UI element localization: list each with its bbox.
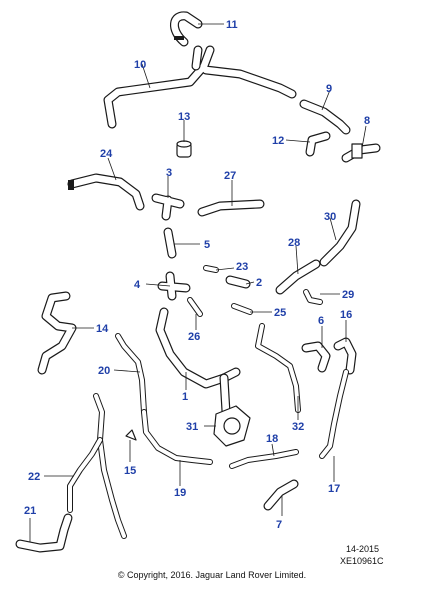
callout-1: 1 xyxy=(182,391,188,403)
callout-30: 30 xyxy=(324,211,336,223)
part-23-connector xyxy=(203,265,219,273)
callout-28: 28 xyxy=(288,237,300,249)
part-29-elbow xyxy=(303,289,323,305)
part-7-hose xyxy=(263,479,299,511)
callout-18: 18 xyxy=(266,433,278,445)
drawing-id: XE10961C xyxy=(340,556,384,566)
part-6-housing xyxy=(301,341,331,373)
part-1-hose xyxy=(155,307,241,417)
part-12-elbow xyxy=(305,131,331,157)
callout-13: 13 xyxy=(178,111,190,123)
callout-17: 17 xyxy=(328,483,340,495)
part-13-cap xyxy=(176,140,192,158)
part-3-tee xyxy=(151,193,185,221)
callout-25: 25 xyxy=(274,307,286,319)
leader-lines xyxy=(29,23,367,542)
part-24-hose xyxy=(67,173,145,211)
part-16-hose xyxy=(333,337,357,375)
part-19-hose xyxy=(141,409,213,465)
part-25-pipe xyxy=(231,303,253,315)
callout-15: 15 xyxy=(124,465,136,477)
callout-2: 2 xyxy=(256,277,262,289)
part-20-hose xyxy=(115,333,147,415)
reference-code: 14-2015 xyxy=(346,544,380,554)
callout-24: 24 xyxy=(100,148,113,160)
part-28-pipe xyxy=(275,259,321,295)
callout-22: 22 xyxy=(28,471,40,483)
callout-11: 11 xyxy=(226,19,238,31)
copyright-notice: © Copyright, 2016. Jaguar Land Rover Lim… xyxy=(117,570,307,580)
part-2-connector xyxy=(225,275,251,289)
part-8-fitting xyxy=(341,143,381,163)
callout-16: 16 xyxy=(340,309,352,321)
part-5-connector xyxy=(163,227,177,259)
callout-5: 5 xyxy=(204,239,210,251)
callout-7: 7 xyxy=(276,519,282,531)
part-26-pipe xyxy=(187,297,203,317)
callout-10: 10 xyxy=(134,59,146,71)
part-17-hose xyxy=(319,369,349,459)
part-4-tee xyxy=(157,271,191,301)
callout-31: 31 xyxy=(186,421,198,433)
callout-8: 8 xyxy=(364,115,370,127)
part-27-hose xyxy=(197,199,265,217)
callout-32: 32 xyxy=(292,421,304,433)
part-22-hose xyxy=(67,393,127,539)
part-15-clip xyxy=(125,429,137,441)
callout-23: 23 xyxy=(236,261,248,273)
part-18-pipe xyxy=(229,449,299,469)
part-21-hose xyxy=(15,513,73,553)
part-30-hose xyxy=(319,199,361,267)
callout-6: 6 xyxy=(318,315,324,327)
callout-26: 26 xyxy=(188,331,200,343)
part-31-housing xyxy=(213,405,251,447)
callout-4: 4 xyxy=(134,279,141,291)
callout-9: 9 xyxy=(326,83,332,95)
part-14-hose xyxy=(37,291,77,375)
callouts: 11 10 9 13 12 8 24 3 27 5 30 28 23 2 4 2… xyxy=(24,19,370,531)
callout-12: 12 xyxy=(272,135,284,147)
callout-3: 3 xyxy=(166,167,172,179)
callout-21: 21 xyxy=(24,505,36,517)
callout-27: 27 xyxy=(224,170,236,182)
part-11-hose xyxy=(170,11,203,47)
callout-14: 14 xyxy=(96,323,109,335)
callout-20: 20 xyxy=(98,365,110,377)
part-9-hose xyxy=(299,99,351,135)
callout-29: 29 xyxy=(342,289,354,301)
callout-19: 19 xyxy=(174,487,186,499)
part-32-hose xyxy=(255,323,301,413)
part-10-pipe xyxy=(103,45,297,129)
